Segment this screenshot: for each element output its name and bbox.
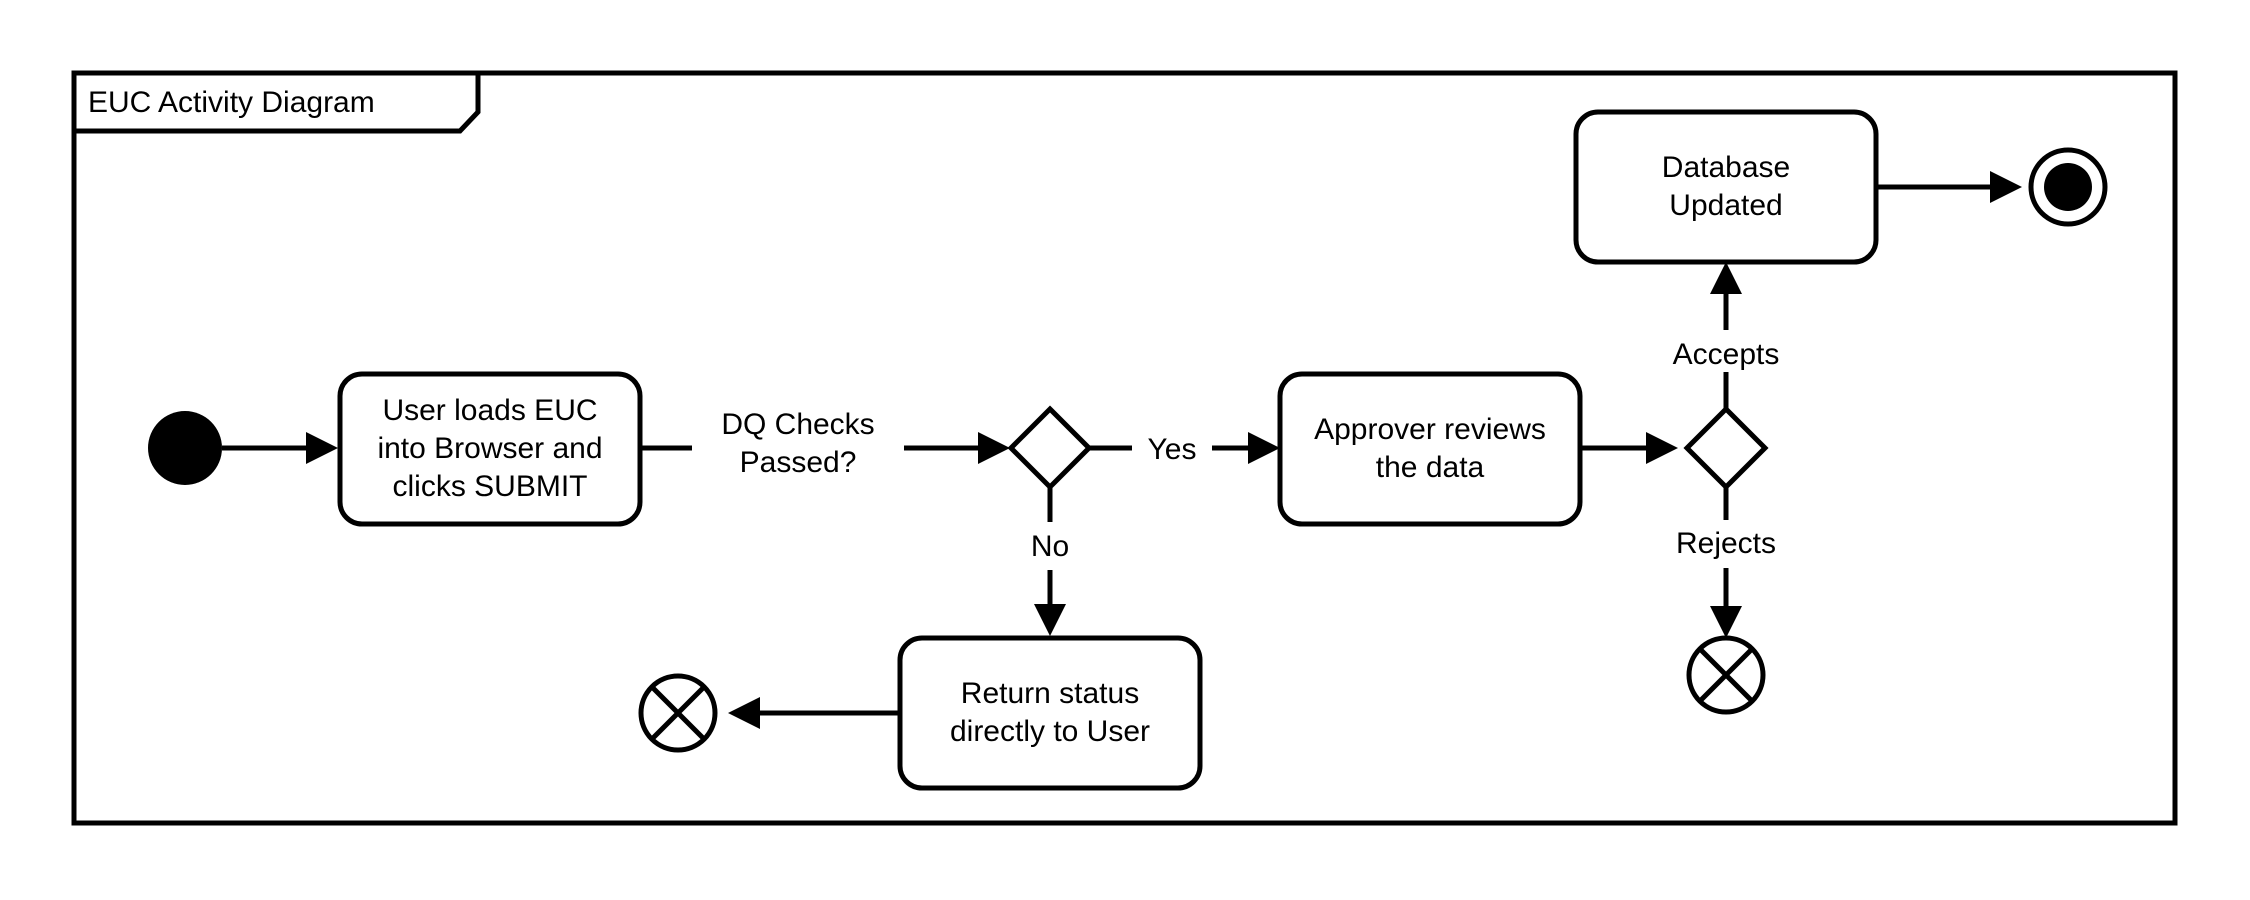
decision-node-dq-checks	[1007, 405, 1093, 491]
node-approver-reviews-line1: Approver reviews	[1314, 413, 1546, 446]
edge-approval-accepts: Accepts	[1673, 262, 1780, 409]
edge-db-to-final	[1876, 171, 2022, 203]
node-database-updated: Database Updated	[1573, 109, 1879, 265]
node-approver-reviews-line2: the data	[1376, 451, 1485, 484]
edge-decision-yes-label: Yes	[1148, 433, 1197, 466]
decision-node-approval	[1683, 405, 1769, 491]
node-database-updated-line1: Database	[1662, 151, 1790, 184]
edge-return-to-flowfinal	[728, 697, 900, 729]
edge-decision-no-label: No	[1031, 530, 1069, 563]
edge-approval-rejects: Rejects	[1676, 487, 1776, 638]
initial-node	[148, 411, 222, 485]
frame-title-tab	[71, 70, 481, 134]
edge-return-to-flowfinal-arrowhead	[728, 697, 760, 729]
edge-load-to-decision-label-line1: DQ Checks	[721, 408, 874, 441]
node-approver-reviews: Approver reviews the data	[1277, 371, 1583, 527]
edge-load-to-decision: DQ Checks Passed?	[640, 404, 1010, 486]
edge-load-to-decision-label-line2: Passed?	[740, 446, 857, 479]
diagram-frame: EUC Activity Diagram	[71, 70, 2178, 826]
edge-db-to-final-arrowhead	[1990, 171, 2022, 203]
node-user-loads-euc-line1: User loads EUC	[382, 394, 597, 427]
edge-decision-yes: Yes	[1089, 432, 1280, 466]
edge-approval-rejects-arrowhead	[1710, 606, 1742, 638]
node-return-status: Return status directly to User	[897, 635, 1203, 791]
edge-approval-accepts-arrowhead	[1710, 262, 1742, 294]
edge-review-to-approval-arrowhead	[1646, 432, 1678, 464]
node-user-loads-euc-line2: into Browser and	[377, 432, 602, 465]
node-return-status-line1: Return status	[961, 677, 1139, 710]
edge-approval-accepts-label: Accepts	[1673, 338, 1780, 371]
frame-title-label: EUC Activity Diagram	[88, 86, 375, 119]
node-return-status-box	[897, 635, 1203, 791]
node-approver-reviews-box	[1277, 371, 1583, 527]
node-database-updated-line2: Updated	[1669, 189, 1782, 222]
edge-load-to-decision-label-bg	[692, 404, 904, 486]
edge-review-to-approval	[1580, 432, 1678, 464]
edge-load-to-decision-arrowhead	[978, 432, 1010, 464]
node-return-status-line2: directly to User	[950, 715, 1150, 748]
flow-final-node-return	[638, 673, 718, 753]
flow-final-node-return-cross-line-2	[650, 685, 706, 741]
edge-decision-yes-arrowhead	[1248, 432, 1280, 464]
edge-decision-no-arrowhead	[1034, 604, 1066, 636]
activity-final-node-inner-circle	[2044, 163, 2092, 211]
node-database-updated-box	[1573, 109, 1879, 265]
frame-rectangle	[71, 70, 2178, 826]
flow-final-node-rejects-cross-line-2	[1698, 647, 1754, 703]
activity-final-node	[2028, 147, 2108, 227]
initial-node-circle	[148, 411, 222, 485]
decision-node-dq-checks-diamond	[1007, 405, 1093, 491]
decision-node-approval-diamond	[1683, 405, 1769, 491]
node-user-loads-euc: User loads EUC into Browser and clicks S…	[337, 371, 643, 527]
edge-decision-no: No	[1031, 487, 1069, 636]
node-user-loads-euc-line3: clicks SUBMIT	[393, 470, 588, 503]
edge-start-to-load	[222, 432, 338, 464]
flow-final-node-rejects	[1686, 635, 1766, 715]
edge-start-to-load-arrowhead	[306, 432, 338, 464]
edge-approval-rejects-label: Rejects	[1676, 527, 1776, 560]
